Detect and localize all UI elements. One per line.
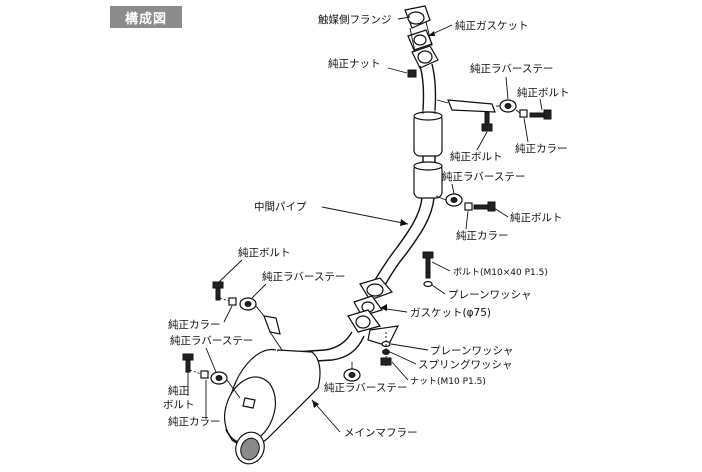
mid-pipe xyxy=(369,63,443,293)
label-gasket-75: ガスケット(φ75) xyxy=(410,307,491,319)
label-bolt-3: 純正ボルト xyxy=(510,211,563,224)
label-oem-nut-top: 純正ナット xyxy=(328,57,381,70)
label-oem-gasket-top: 純正ガスケット xyxy=(455,19,529,32)
muffler-inlet-flange xyxy=(347,309,400,347)
label-main-muffler: メインマフラー xyxy=(344,427,418,439)
hanger-bracket-2 xyxy=(435,195,447,201)
label-catalyst-flange: 触媒側フランジ xyxy=(318,13,392,26)
bolt-left2 xyxy=(182,353,202,375)
rubber-stay-2 xyxy=(445,193,463,207)
bolt-3 xyxy=(473,201,496,212)
rubber-stay-left xyxy=(239,297,265,317)
collar-left xyxy=(228,297,237,306)
label-rubber-stay-2: 純正ラバーステー xyxy=(442,170,525,183)
label-bolt-left2-line1: 純正 xyxy=(168,384,189,397)
front-flange xyxy=(411,45,439,69)
label-collar-1: 純正カラー xyxy=(515,142,568,155)
rubber-stay-bottom xyxy=(343,362,361,382)
label-rubber-stay-1: 純正ラバーステー xyxy=(470,62,553,75)
hanger-bracket-1 xyxy=(436,99,496,132)
label-bolt-left: 純正ボルト xyxy=(238,246,291,259)
rubber-stay-left2 xyxy=(210,371,241,399)
collar-1 xyxy=(515,109,528,118)
label-rubber-stay-bottom: 純正ラバーステー xyxy=(324,381,407,394)
muffler-inlet-pipe xyxy=(294,331,365,363)
label-bolt-left2-line2: ボルト xyxy=(163,399,195,411)
label-bolt-m10: ボルト(M10×40 P1.5) xyxy=(453,267,548,278)
label-bolt-1: 純正ボルト xyxy=(517,86,570,99)
collar-2 xyxy=(464,202,473,211)
bolt-left xyxy=(212,281,230,302)
bolt-m10 xyxy=(422,251,434,279)
mid-pipe-lower-flange xyxy=(359,277,394,301)
label-collar-left: 純正カラー xyxy=(168,318,221,331)
plain-washer-1 xyxy=(423,280,433,288)
bolt-1 xyxy=(529,109,552,120)
oem-nut-top xyxy=(387,67,417,78)
diagram-title-badge: 構成図 xyxy=(110,6,182,28)
rubber-stay-1 xyxy=(496,99,517,113)
collar-left2 xyxy=(200,370,209,379)
label-collar-2: 純正カラー xyxy=(456,229,509,242)
main-muffler xyxy=(224,348,321,465)
catalyst-flange xyxy=(404,5,431,29)
label-nut-m10: ナット(M10 P1.5) xyxy=(410,376,486,387)
left-hanger-upper xyxy=(263,315,283,351)
label-mid-pipe: 中間パイプ xyxy=(254,200,307,213)
label-rubber-stay-left: 純正ラバーステー xyxy=(262,270,345,283)
label-bolt-2: 純正ボルト xyxy=(450,150,503,163)
label-plain-washer-1: プレーンワッシャ xyxy=(448,289,531,301)
label-plain-washer-2: プレーンワッシャ xyxy=(430,345,513,357)
label-spring-washer: スプリングワッシャ xyxy=(418,358,513,371)
label-collar-left2: 純正カラー xyxy=(168,415,221,428)
label-rubber-stay-left2: 純正ラバーステー xyxy=(170,334,253,347)
